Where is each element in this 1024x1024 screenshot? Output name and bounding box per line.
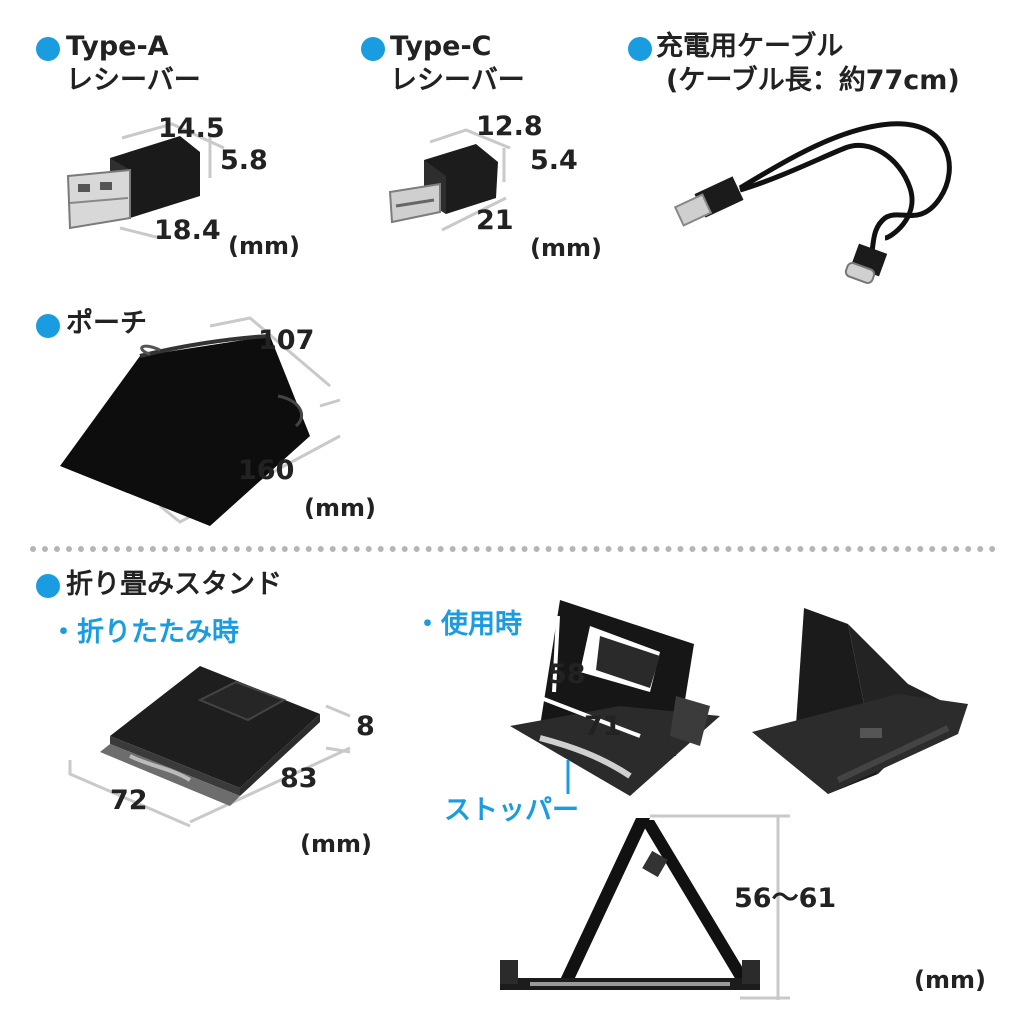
bullet-dot (361, 37, 385, 61)
receiver-c-dim-height: 5.4 (530, 145, 578, 176)
stand-folded-dim-width: 72 (110, 785, 148, 816)
stand-folded-label: ・折りたたみ時 (50, 617, 239, 648)
stand-folded-unit: (mm) (300, 830, 372, 858)
receiver-a-title-line2: レシーバー (66, 65, 201, 96)
stand-folded-image (68, 666, 351, 828)
receiver-c-title-line2: レシーバー (390, 65, 525, 96)
receiver-c-title-line1: Type-C (390, 31, 492, 62)
receiver-c-dim-length: 21 (476, 205, 514, 236)
receiver-a-dim-length: 18.4 (154, 215, 221, 246)
receiver-c-dim-width: 12.8 (476, 111, 543, 142)
cable-title-line2: (ケーブル長：約77cm) (666, 65, 960, 96)
pouch-title: ポーチ (66, 308, 147, 339)
bullet-dot (36, 314, 60, 338)
bullet-dot (36, 37, 60, 61)
receiver-a-dim-width: 14.5 (158, 113, 225, 144)
stand-folded-dim-height: 8 (356, 711, 375, 742)
receiver-c-image (388, 128, 511, 232)
stopper-label: ストッパー (444, 795, 579, 826)
bullet-dot (36, 574, 60, 598)
receiver-c-title: Type-C レシーバー (390, 30, 525, 98)
receiver-c-unit: (mm) (530, 234, 602, 262)
cable-title-line1: 充電用ケーブル (656, 31, 844, 62)
pouch-dim-width: 107 (258, 325, 315, 356)
pouch-unit: (mm) (304, 494, 376, 522)
receiver-a-title-line1: Type-A (66, 31, 169, 62)
pouch-image (60, 316, 341, 526)
section-divider (30, 546, 996, 552)
stand-title: 折り畳みスタンド (66, 569, 282, 600)
stand-in-use-dim-width: 71 (584, 711, 622, 742)
stand-folded-dim-depth: 83 (280, 763, 318, 794)
pouch-dim-length: 160 (238, 455, 295, 486)
stand-in-use-back-image (752, 608, 968, 794)
cable-title: 充電用ケーブル (ケーブル長：約77cm) (656, 30, 960, 98)
stand-in-use-label: ・使用時 (414, 609, 522, 640)
receiver-a-unit: (mm) (228, 232, 300, 260)
stand-in-use-unit: (mm) (914, 966, 986, 994)
bullet-dot (628, 37, 652, 61)
stand-in-use-dim-height: 58 (548, 659, 586, 690)
stand-height-range: 56～61 (734, 883, 837, 914)
stand-in-use-front-image (510, 600, 720, 796)
stopper-pointer (566, 760, 570, 794)
receiver-a-image (66, 122, 225, 240)
cable-image (673, 121, 952, 284)
receiver-a-dim-height: 5.8 (220, 145, 268, 176)
stand-side-view-image (500, 814, 790, 1000)
receiver-a-title: Type-A レシーバー (66, 30, 201, 98)
